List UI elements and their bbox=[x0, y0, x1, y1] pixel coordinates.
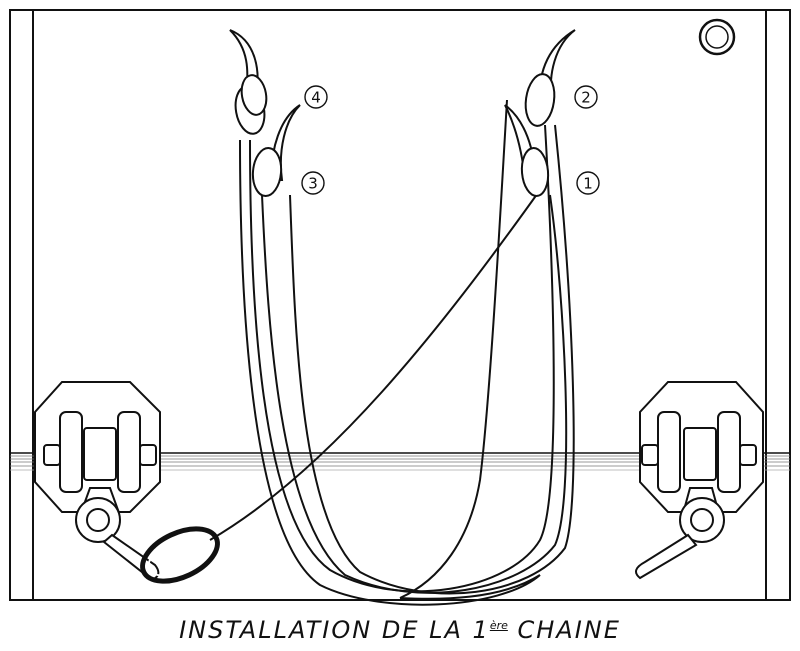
hooks-right bbox=[504, 29, 576, 197]
drawing-frame bbox=[9, 9, 791, 601]
caption-superscript: ère bbox=[489, 619, 508, 632]
right-mooring-fitting bbox=[635, 381, 764, 580]
left-mooring-fitting bbox=[34, 381, 161, 582]
callout-3-label: 3 bbox=[308, 175, 318, 193]
left-chain-ring bbox=[140, 526, 220, 584]
callout-2-label: 2 bbox=[581, 89, 591, 107]
ring-top-right bbox=[698, 18, 736, 56]
figure-caption: INSTALLATION DE LA 1ère CHAINE bbox=[0, 606, 800, 646]
callout-3: 3 bbox=[301, 171, 325, 195]
chain-loops bbox=[239, 99, 575, 606]
caption-rest: CHAINE bbox=[507, 616, 621, 644]
callout-2: 2 bbox=[574, 85, 598, 109]
callout-4-label: 4 bbox=[311, 89, 321, 107]
callout-1-label: 1 bbox=[583, 175, 593, 193]
callout-1: 1 bbox=[576, 171, 600, 195]
hooks-left bbox=[229, 29, 301, 197]
callout-4: 4 bbox=[304, 85, 328, 109]
caption-main: INSTALLATION DE LA 1 bbox=[179, 616, 490, 644]
